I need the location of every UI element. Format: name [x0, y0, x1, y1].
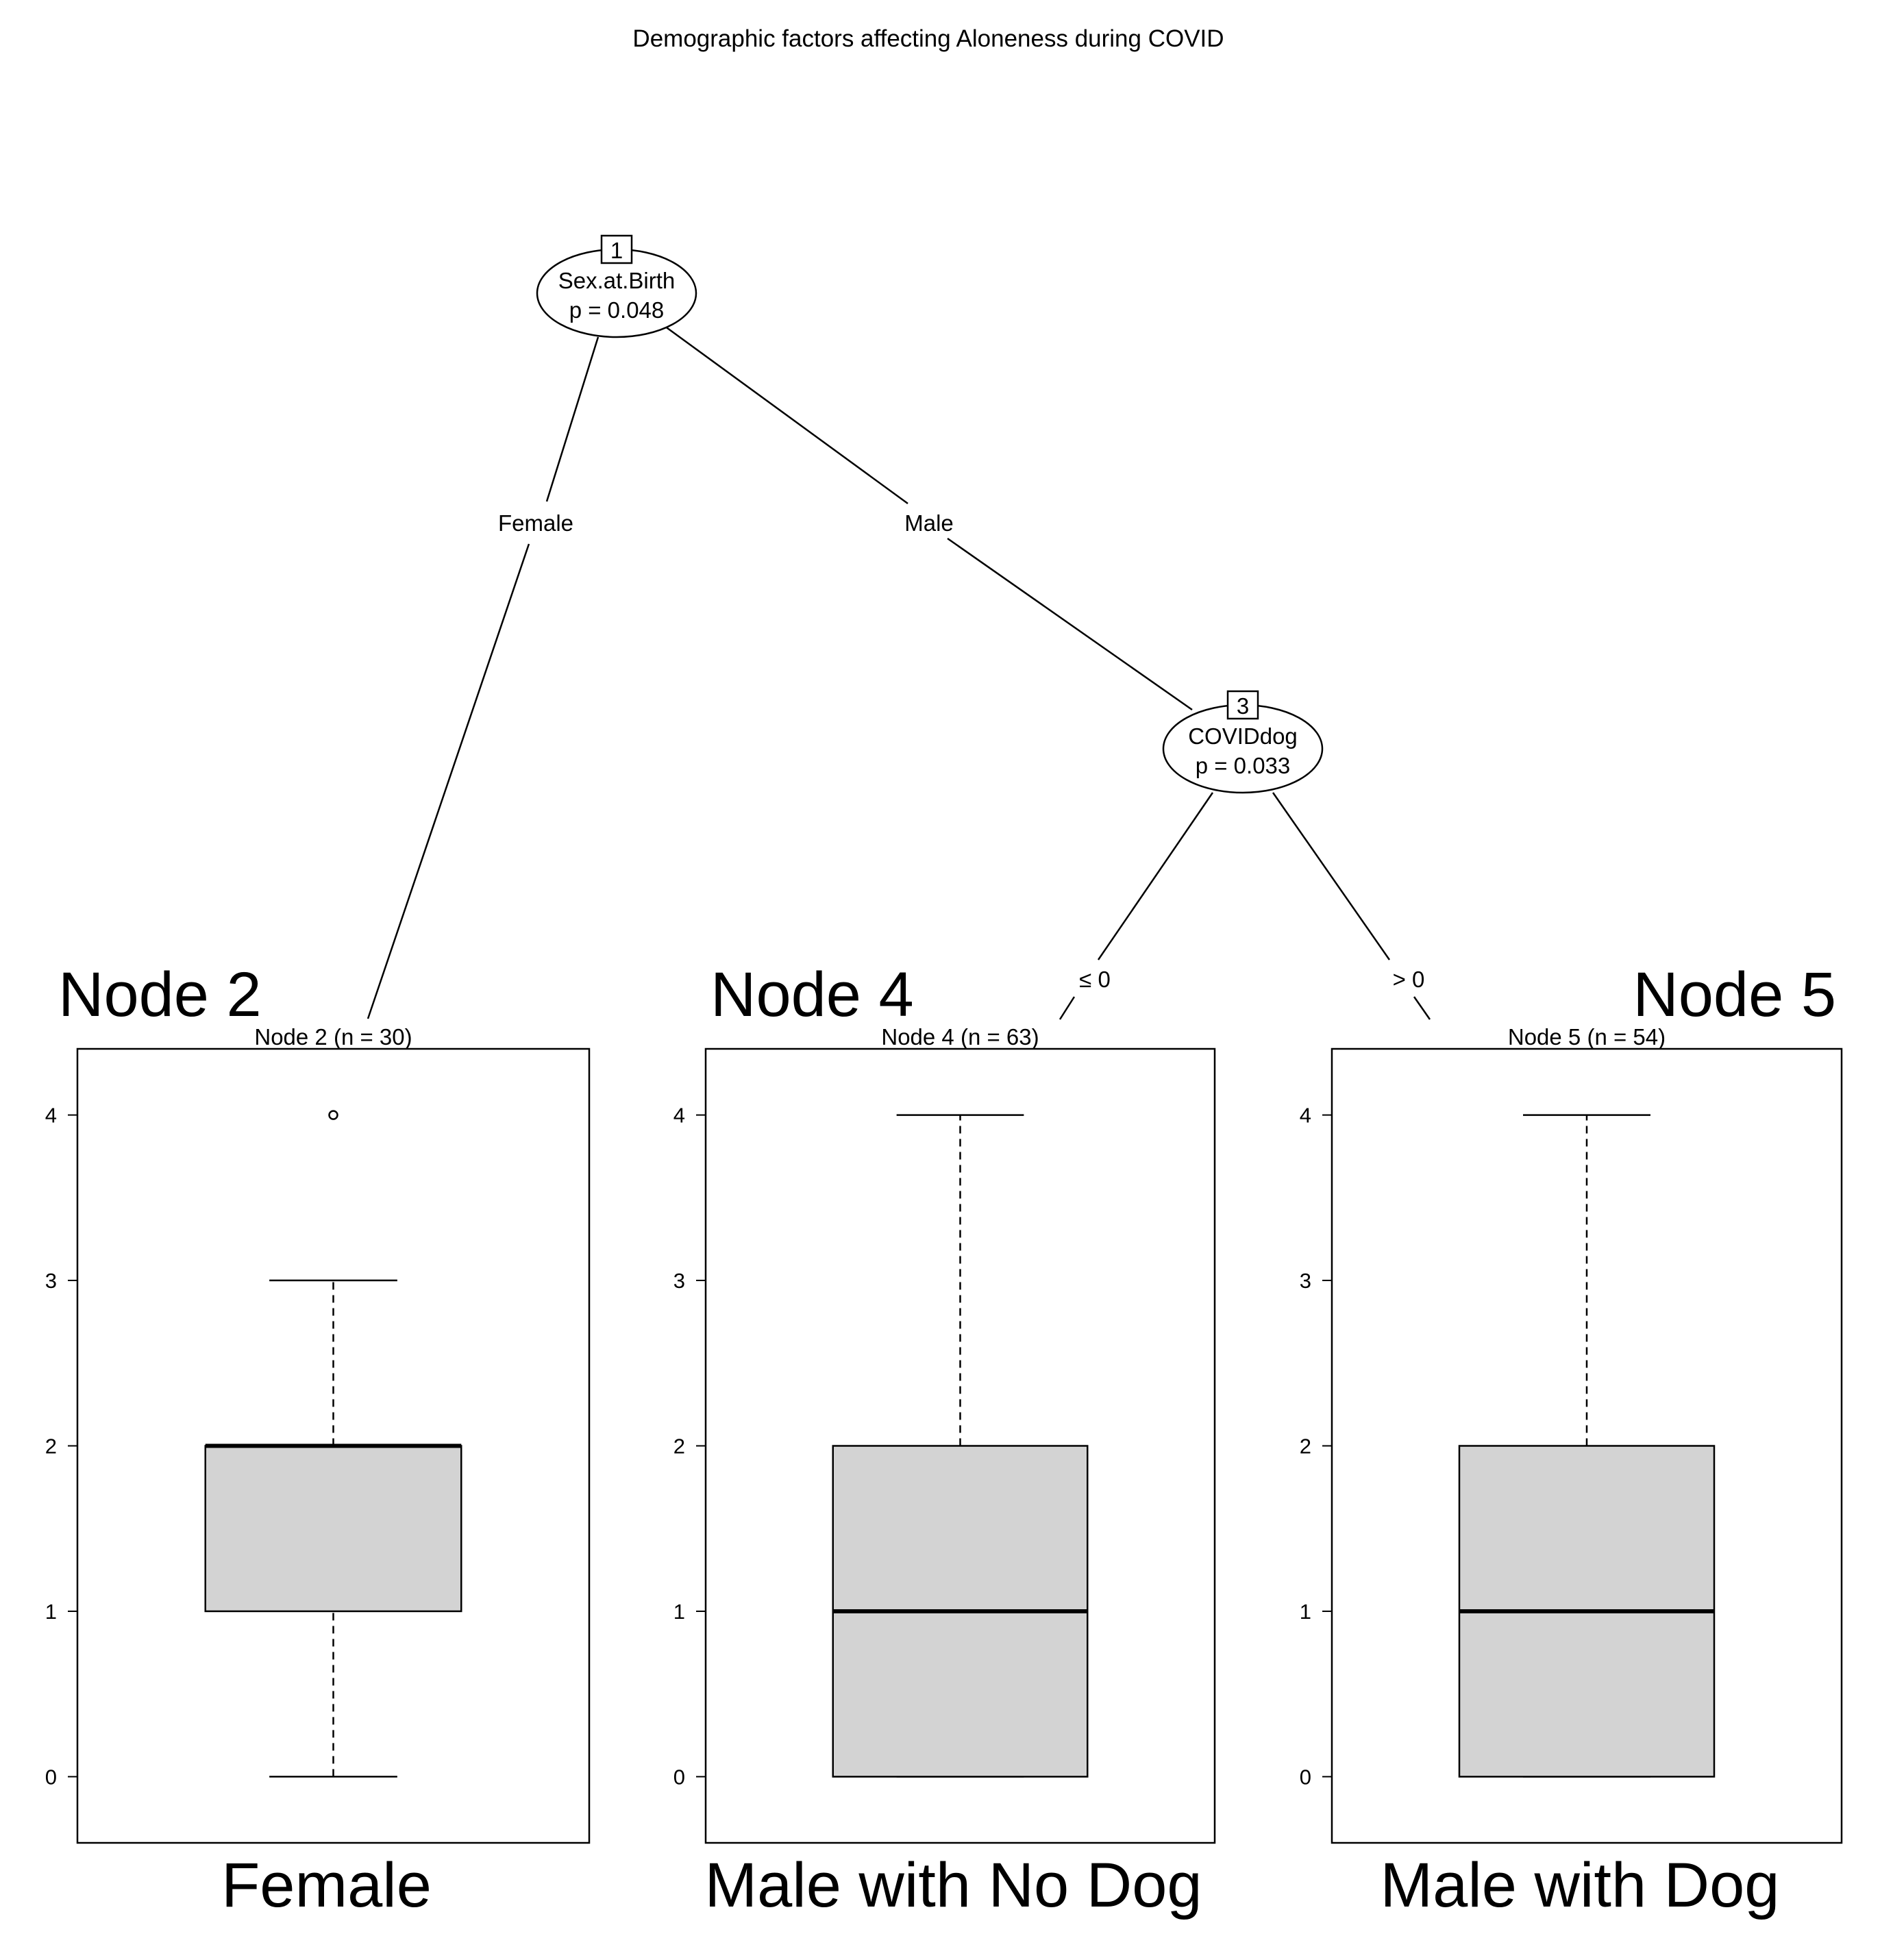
- edge-label-le0: ≤ 0: [1079, 967, 1111, 992]
- outlier-point: [328, 1110, 338, 1120]
- y-tick-label: 4: [1300, 1104, 1311, 1128]
- panel-overlay-label-3: Node 5: [1633, 960, 1836, 1030]
- y-tick-label: 2: [673, 1435, 685, 1459]
- inner-node-3-id-box: [1226, 690, 1259, 720]
- y-tick-label: 0: [673, 1765, 685, 1789]
- edge-label-gt0: > 0: [1393, 967, 1425, 992]
- edge-label-male: Male: [904, 510, 954, 536]
- inner-node-1-id: 1: [610, 238, 623, 263]
- y-tick-label: 1: [1300, 1600, 1311, 1624]
- y-tick-label: 4: [673, 1104, 685, 1128]
- y-tick-label: 3: [1300, 1269, 1311, 1293]
- panel-overlay-label-2: Node 4: [710, 960, 914, 1030]
- inner-node-1-pvalue: p = 0.048: [569, 297, 665, 323]
- inner-node-3-pvalue: p = 0.033: [1196, 753, 1291, 778]
- panel-caption-3: Male with Dog: [1381, 1850, 1780, 1920]
- diagram-title: Demographic factors affecting Aloneness …: [632, 25, 1224, 52]
- inner-node-1-id-box: [600, 234, 633, 264]
- iqr-box: [204, 1445, 462, 1613]
- inner-node-3-id: 3: [1237, 693, 1249, 719]
- panel-title-2: Node 4 (n = 63): [881, 1024, 1039, 1050]
- inner-node-3: 3 COVIDdog p = 0.033: [1162, 690, 1324, 794]
- y-tick-label: 3: [673, 1269, 685, 1293]
- y-tick-label: 0: [1300, 1765, 1311, 1789]
- y-tick-label: 1: [673, 1600, 685, 1624]
- panel-caption-2: Male with No Dog: [704, 1850, 1202, 1920]
- edge-label-female: Female: [498, 510, 573, 536]
- edge-node1-node3-upper: [664, 325, 908, 505]
- edge-node1-node2-upper: [545, 336, 599, 502]
- y-tick-label: 3: [45, 1269, 57, 1293]
- edge-node3-node4-upper: [1097, 792, 1214, 960]
- y-tick-label: 2: [45, 1435, 57, 1459]
- panel-title-1: Node 2 (n = 30): [254, 1024, 412, 1050]
- edge-node1-node3-lower: [947, 537, 1193, 711]
- y-tick-label: 4: [45, 1104, 57, 1128]
- inner-node-1: 1 Sex.at.Birth p = 0.048: [536, 234, 697, 338]
- edge-node3-node5-upper: [1272, 792, 1391, 960]
- panel-caption-1: Female: [221, 1850, 432, 1920]
- edge-node3-node5-lower: [1413, 996, 1431, 1020]
- inner-node-3-variable: COVIDdog: [1188, 723, 1298, 749]
- edge-node1-node2-lower: [367, 543, 530, 1019]
- y-tick-label: 1: [45, 1600, 57, 1624]
- edge-node3-node4-lower: [1059, 996, 1076, 1020]
- y-tick-label: 2: [1300, 1435, 1311, 1459]
- panel-title-3: Node 5 (n = 54): [1508, 1024, 1666, 1050]
- inner-node-1-variable: Sex.at.Birth: [558, 268, 676, 293]
- y-tick-label: 0: [45, 1765, 57, 1789]
- panel-overlay-label-1: Node 2: [58, 960, 262, 1030]
